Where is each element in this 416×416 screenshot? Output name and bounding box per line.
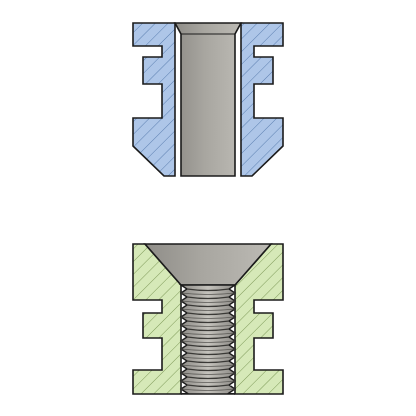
thread-root-line: [180, 348, 236, 351]
thread-root-line: [180, 356, 236, 359]
thread-crest-line: [186, 320, 230, 324]
thread-root-line: [180, 300, 236, 303]
left-wall-section: [132, 243, 182, 395]
thread-crest-line: [186, 336, 230, 340]
threaded-bore: [178, 284, 238, 395]
thread-root-line: [180, 316, 236, 319]
plain-bore: [173, 22, 243, 177]
thread-root-line: [180, 332, 236, 335]
threaded-insert-section: [132, 243, 284, 395]
thread-root-line: [180, 292, 236, 295]
right-wall-section: [234, 243, 284, 395]
thread-crest-line: [186, 288, 230, 292]
thread-root-line: [180, 380, 236, 383]
thread-crest-line: [186, 304, 230, 308]
thread-crest-line: [186, 376, 230, 380]
thread-crest-line: [186, 368, 230, 372]
thread-crest-line: [186, 384, 230, 388]
thread-crest-line: [186, 344, 230, 348]
unthreaded-insert-section: [132, 22, 284, 177]
thread-root-line: [180, 340, 236, 343]
thread-crest-line: [186, 360, 230, 364]
thread-crest-line: [186, 296, 230, 300]
thread-crest-line: [186, 328, 230, 332]
thread-crest-line: [186, 352, 230, 356]
left-wall-section: [132, 22, 176, 177]
thread-root-line: [180, 372, 236, 375]
thread-body: [178, 284, 238, 395]
thread-root-line: [180, 324, 236, 327]
thread-crest-line: [186, 312, 230, 316]
right-wall-section: [240, 22, 284, 177]
thread-root-line: [180, 364, 236, 367]
thread-root-line: [180, 308, 236, 311]
thread-root-line: [180, 388, 236, 391]
